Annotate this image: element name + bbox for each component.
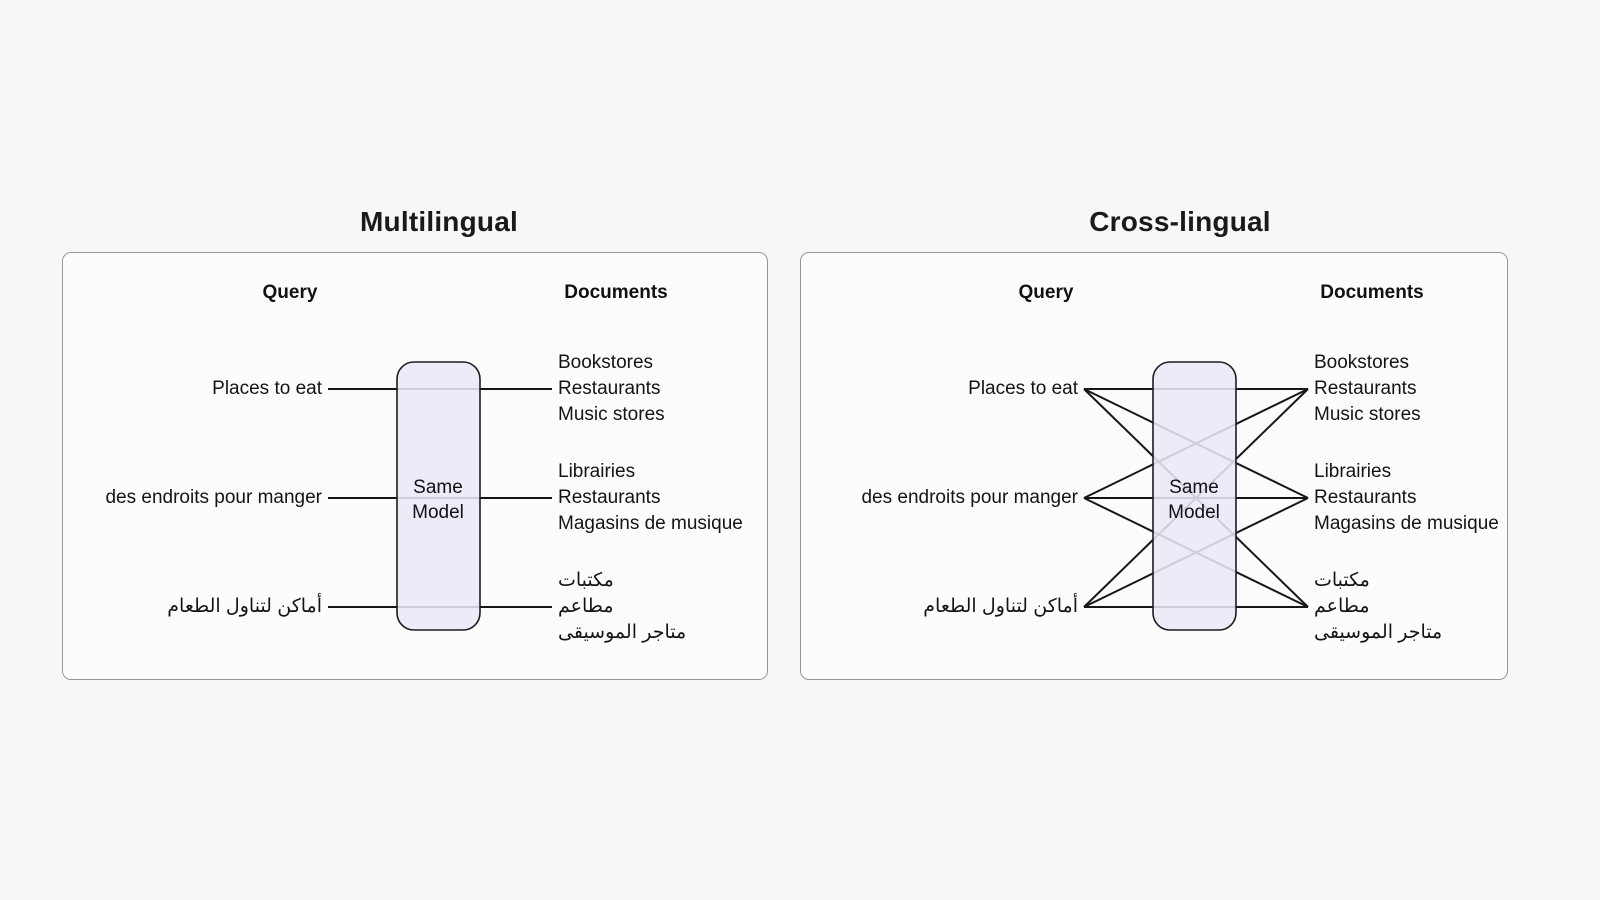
document-label: Bookstores xyxy=(1314,352,1410,373)
document-label: Restaurants xyxy=(558,378,661,399)
query-column-header: Query xyxy=(1018,282,1074,303)
query-label: أماكن لتناول الطعام xyxy=(167,596,322,617)
documents-column-header: Documents xyxy=(1320,282,1424,303)
document-group: Librairies Restaurants Magasins de musiq… xyxy=(1314,459,1499,537)
query-column-header: Query xyxy=(262,282,318,303)
query-label: des endroits pour manger xyxy=(861,487,1078,508)
document-group: Bookstores Restaurants Music stores xyxy=(1314,350,1421,428)
document-label: مكتبات xyxy=(558,570,614,591)
document-label: متاجر الموسيقى xyxy=(1314,622,1443,643)
document-label: مطاعم xyxy=(558,596,614,617)
cross-lingual-title: Cross-lingual xyxy=(1089,206,1271,237)
model-box-label: Same Model xyxy=(378,475,498,525)
document-label: Restaurants xyxy=(1314,378,1417,399)
document-label: Bookstores xyxy=(558,352,654,373)
query-label: des endroits pour manger xyxy=(105,487,322,508)
document-label: Music stores xyxy=(558,404,665,425)
model-box-label-line2: Model xyxy=(1168,502,1220,523)
document-label: Music stores xyxy=(1314,404,1421,425)
model-box-label: Same Model xyxy=(1134,475,1254,525)
multilingual-title: Multilingual xyxy=(360,206,518,237)
document-label: Restaurants xyxy=(558,487,661,508)
model-box-label-line1: Same xyxy=(1169,477,1219,498)
documents-column-header: Documents xyxy=(564,282,668,303)
document-label: مكتبات xyxy=(1314,570,1370,591)
query-label: Places to eat xyxy=(968,378,1078,399)
document-label: Librairies xyxy=(1314,461,1392,482)
document-group: Librairies Restaurants Magasins de musiq… xyxy=(558,459,743,537)
document-group: مكتبات مطاعم متاجر الموسيقى xyxy=(558,568,686,646)
query-label: Places to eat xyxy=(212,378,322,399)
query-label: أماكن لتناول الطعام xyxy=(923,596,1078,617)
document-label: متاجر الموسيقى xyxy=(558,622,687,643)
document-label: مطاعم xyxy=(1314,596,1370,617)
document-label: Magasins de musique xyxy=(1314,513,1499,534)
document-group: مكتبات مطاعم متاجر الموسيقى xyxy=(1314,568,1442,646)
document-label: Restaurants xyxy=(1314,487,1417,508)
model-box-label-line1: Same xyxy=(413,477,463,498)
document-group: Bookstores Restaurants Music stores xyxy=(558,350,665,428)
document-label: Magasins de musique xyxy=(558,513,743,534)
model-box-label-line2: Model xyxy=(412,502,464,523)
document-label: Librairies xyxy=(558,461,636,482)
